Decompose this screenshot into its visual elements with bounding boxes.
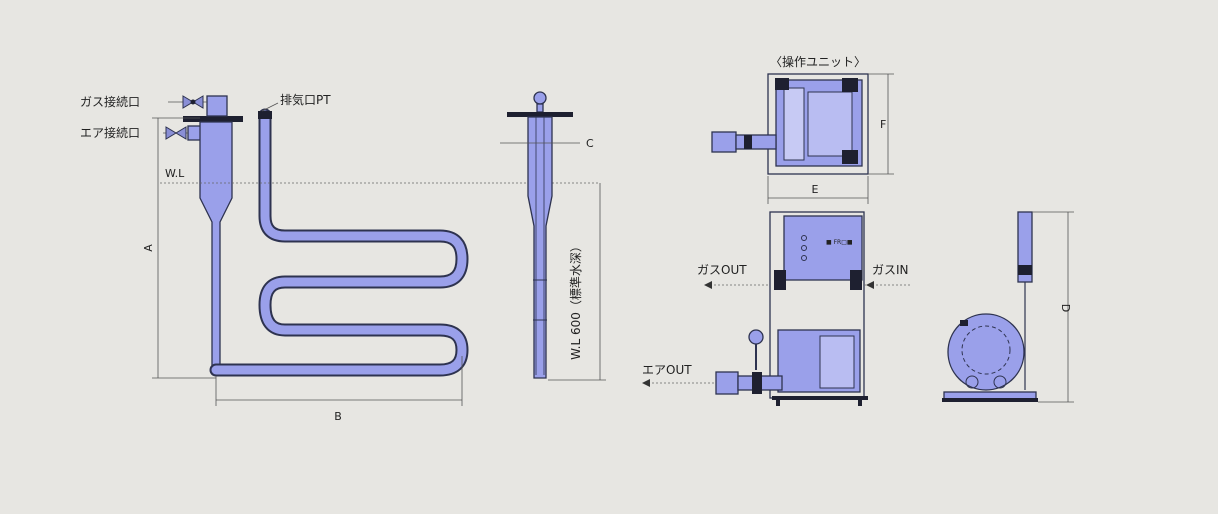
air-out-label: エアOUT xyxy=(642,363,692,377)
gas-out-arrow xyxy=(704,281,770,289)
gas-valve-icon xyxy=(168,95,207,109)
dim-a-label: A xyxy=(142,244,155,252)
separator-column xyxy=(199,121,233,375)
gas-in-label: ガスIN xyxy=(872,263,909,277)
gas-in-arrow xyxy=(864,281,910,289)
side-elevation: D xyxy=(942,211,1074,403)
control-panel xyxy=(783,215,863,281)
unit-frame-top xyxy=(767,73,869,175)
side-view: C W.L 600（標準水深） xyxy=(500,91,606,381)
side-view-knob xyxy=(533,91,547,105)
water-level-label: W.L xyxy=(165,167,185,180)
dim-b-label: B xyxy=(334,410,342,423)
operation-unit-label: 〈操作ユニット〉 xyxy=(770,54,866,69)
dimension-b xyxy=(215,356,463,406)
air-out-arrow xyxy=(642,379,716,387)
exhaust-port-label: 排気口PT xyxy=(280,92,331,107)
air-valve-icon xyxy=(163,126,188,140)
dimension-a xyxy=(152,117,216,379)
unit-base xyxy=(772,396,868,400)
exhaust-cap xyxy=(258,111,272,119)
gas-out-label: ガスOUT xyxy=(697,263,747,277)
pressure-gauge-icon xyxy=(748,329,764,345)
s-pipe xyxy=(211,110,467,375)
air-connection-label: エア接続口 xyxy=(80,125,140,140)
dim-d-label: D xyxy=(1059,304,1072,312)
motor-housing xyxy=(947,313,1025,391)
panel-text: ■ FR□■ xyxy=(826,239,853,246)
side-view-flange xyxy=(507,112,573,117)
side-view-column xyxy=(527,116,553,379)
separator-assembly: ガス接続口 エア接続口 排気口PT W.L A B xyxy=(80,92,600,423)
separator-flange xyxy=(183,116,243,122)
gas-connection-label: ガス接続口 xyxy=(80,94,140,109)
water-depth-label: W.L 600（標準水深） xyxy=(568,240,583,360)
operation-unit-front-view: ■ FR□■ ガスOUT ガスIN エアOUT xyxy=(642,211,910,406)
dim-c-label: C xyxy=(586,137,594,150)
operation-unit-top-view: 〈操作ユニット〉 E F xyxy=(711,54,894,204)
gas-inlet-head xyxy=(206,95,228,117)
dim-f-label: F xyxy=(880,118,886,131)
dim-e-label: E xyxy=(812,183,819,196)
